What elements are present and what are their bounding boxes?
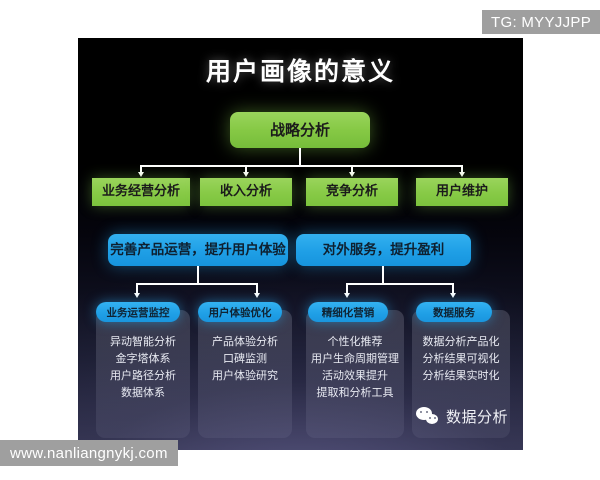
connector-level2-drop-4 [461,165,463,173]
node-level4-pill-3-label: 精细化营销 [321,306,375,319]
wechat-credit: 数据分析 [416,406,508,427]
telegram-watermark: TG: MYYJJPP [482,10,600,34]
detail-list-3: 个性化推荐 用户生命周期管理 活动效果提升 提取和分析工具 [300,334,410,402]
list-item: 用户体验研究 [212,369,278,382]
node-level2-3-label: 竞争分析 [325,183,378,199]
connector-level4-bus-right [347,283,454,285]
connector-level2-drop-2 [245,165,247,173]
list-item: 用户生命周期管理 [311,352,399,365]
list-item: 金字塔体系 [115,352,171,365]
node-level4-pill-4-label: 数据服务 [433,306,475,319]
connector-level2-bus [141,165,462,167]
connector-level4-bus-left [137,283,258,285]
node-level3-1-label: 完善产品运营，提升用户体验 [110,241,286,258]
connector-level3-2-stem [382,266,384,284]
arrow-level2-1 [137,172,144,177]
node-root-label: 战略分析 [269,120,330,139]
list-item: 提取和分析工具 [316,386,394,399]
detail-list-1: 异动智能分析 金字塔体系 用户路径分析 数据体系 [92,334,194,402]
list-item: 分析结果实时化 [422,369,500,382]
detail-panel-3 [306,310,404,438]
node-level2-3[interactable]: 竞争分析 [306,178,398,206]
list-item: 个性化推荐 [327,335,383,348]
site-watermark: www.nanliangnykj.com [0,440,178,466]
node-level2-4-label: 用户维护 [435,183,488,199]
node-level3-2[interactable]: 对外服务，提升盈利 [296,234,471,266]
telegram-watermark-text: TG: MYYJJPP [491,13,591,31]
arrow-level2-2 [242,172,249,177]
arrow-level4-1 [133,293,140,298]
list-item: 数据体系 [121,386,165,399]
node-level3-2-label: 对外服务，提升盈利 [322,241,445,258]
node-level2-4[interactable]: 用户维护 [416,178,508,206]
wechat-credit-label: 数据分析 [446,408,509,426]
detail-panel-2 [198,310,292,438]
site-watermark-text: www.nanliangnykj.com [10,444,168,462]
list-item: 分析结果可视化 [422,352,500,365]
detail-list-2: 产品体验分析 口碑监测 用户体验研究 [194,334,296,385]
connector-level3-1-stem [197,266,199,284]
wechat-icon [416,406,440,427]
arrow-level2-3 [348,172,355,177]
node-level2-2[interactable]: 收入分析 [200,178,292,206]
connector-level4-drop-1 [136,283,138,294]
arrow-level4-4 [449,293,456,298]
page-title: 用户画像的意义 [205,57,395,86]
node-level4-pill-2[interactable]: 用户体验优化 [198,302,282,322]
list-item: 异动智能分析 [110,335,176,348]
node-level4-pill-1[interactable]: 业务运营监控 [96,302,180,322]
arrow-level4-2 [253,293,260,298]
connector-level4-drop-3 [346,283,348,294]
detail-list-4: 数据分析产品化 分析结果可视化 分析结果实时化 [408,334,514,385]
node-level4-pill-1-label: 业务运营监控 [106,306,170,319]
list-item: 产品体验分析 [212,335,278,348]
node-level4-pill-3[interactable]: 精细化营销 [308,302,388,322]
detail-panel-1 [96,310,190,438]
node-level4-pill-2-label: 用户体验优化 [208,306,272,319]
connector-level2-drop-3 [351,165,353,173]
list-item: 口碑监测 [223,352,267,365]
node-level2-2-label: 收入分析 [219,183,272,199]
node-root[interactable]: 战略分析 [230,112,370,148]
connector-level4-drop-4 [452,283,454,294]
list-item: 数据分析产品化 [422,335,500,348]
slide-panel: 用户画像的意义 战略分析 业务经营分析 收入分析 竞争分析 用户维护 完善产品运… [78,38,523,450]
connector-root-stem [299,148,301,166]
connector-level2-drop-1 [140,165,142,173]
arrow-level4-3 [343,293,350,298]
node-level2-1-label: 业务经营分析 [101,183,180,199]
node-level2-1[interactable]: 业务经营分析 [92,178,190,206]
node-level4-pill-4[interactable]: 数据服务 [416,302,492,322]
list-item: 用户路径分析 [110,369,176,382]
list-item: 活动效果提升 [322,369,388,382]
node-level3-1[interactable]: 完善产品运营，提升用户体验 [108,234,288,266]
connector-level4-drop-2 [256,283,258,294]
arrow-level2-4 [458,172,465,177]
